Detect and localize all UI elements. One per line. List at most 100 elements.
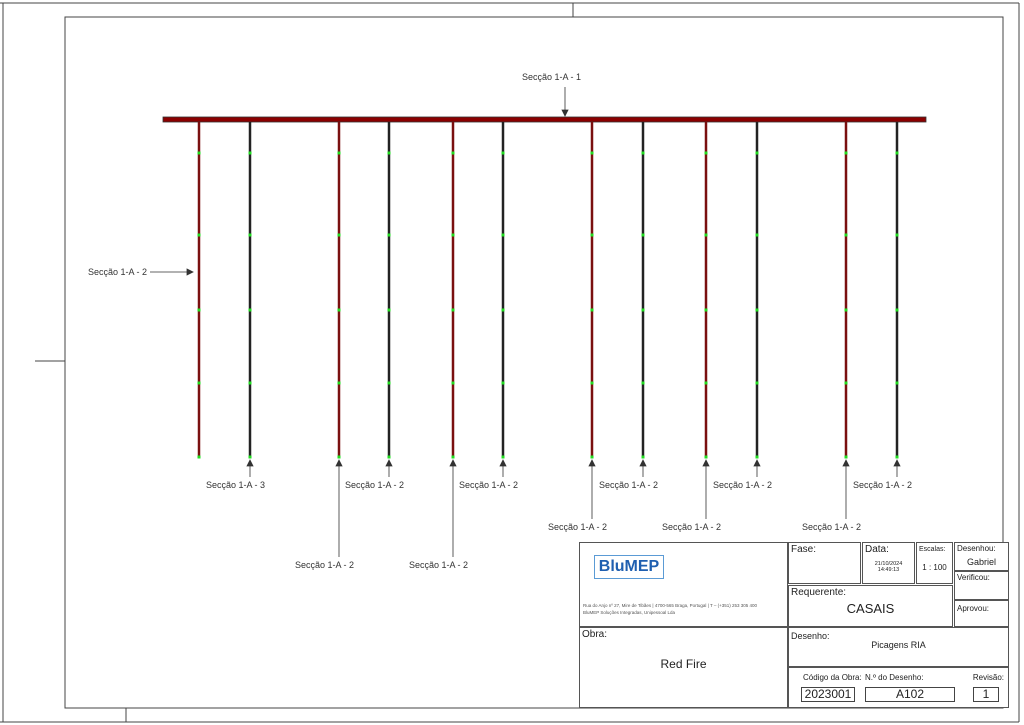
branch-section-label: Secção 1-A - 2 [853, 480, 913, 490]
logo: BluMEP [594, 555, 664, 579]
pipe-node [451, 233, 455, 237]
arrow-head [385, 459, 393, 467]
pipe-node [387, 233, 391, 237]
branch-section-label: Secção 1-A - 2 [295, 560, 355, 570]
arrow-head [499, 459, 507, 467]
desenho-value: Picagens RIA [871, 640, 926, 650]
pipe-node [844, 455, 848, 459]
pipe-node [895, 151, 899, 155]
pipe-node [755, 381, 759, 385]
pipe-node [844, 151, 848, 155]
branch-section-label: Secção 1-A - 2 [459, 480, 519, 490]
pipe-node [755, 455, 759, 459]
pipe-node [197, 233, 201, 237]
branch-section-label: Secção 1-A - 3 [206, 480, 266, 490]
pipe-node [704, 233, 708, 237]
arrow-head [842, 459, 850, 467]
pipe-node [895, 308, 899, 312]
pipe-node [501, 308, 505, 312]
desenhou-value: Gabriel [966, 557, 996, 567]
company-line: BluMEP Soluções Integradas, Unipessoal L… [583, 610, 675, 615]
date-value: 21/10/2024 [874, 561, 903, 567]
numero-value: A102 [865, 687, 955, 702]
branch-section-label: Secção 1-A - 2 [548, 522, 608, 532]
pipe-node [895, 455, 899, 459]
branch-section-label: Secção 1-A - 2 [662, 522, 722, 532]
address-line: Rua do Anjo nº 27, Mire de Tibães | 4700… [583, 603, 758, 608]
main-pipe [162, 116, 927, 123]
pipe-node [704, 381, 708, 385]
pipe-node [501, 455, 505, 459]
time-value: 14:49:13 [877, 567, 900, 573]
pipe-node [248, 233, 252, 237]
fase-label: Fase: [791, 544, 817, 555]
arrow-head [893, 459, 901, 467]
pipe-node [641, 233, 645, 237]
pipe-node [704, 308, 708, 312]
pipe-node [641, 308, 645, 312]
escalas-cell: Escalas: 1 : 100 [916, 542, 953, 584]
pipe-node [197, 308, 201, 312]
pipe-node [337, 308, 341, 312]
pipe-node [501, 381, 505, 385]
pipe-node [844, 381, 848, 385]
pipe-node [895, 233, 899, 237]
pipe-node [337, 151, 341, 155]
data-label: Data: [865, 544, 889, 555]
pipe-node [590, 381, 594, 385]
pipe-node [387, 381, 391, 385]
pipe-node [590, 151, 594, 155]
branch-section-label: Secção 1-A - 2 [802, 522, 862, 532]
branch-section-label: Secção 1-A - 2 [345, 480, 405, 490]
pipe-node [704, 455, 708, 459]
branch-arrows [246, 459, 901, 557]
pipe-node [337, 455, 341, 459]
codigo-label: Código da Obra: [803, 673, 862, 682]
desenhou-cell: Desenhou: Gabriel [954, 542, 1009, 571]
scale-value: 1 : 100 [922, 563, 947, 572]
obra-cell: Obra: Red Fire [579, 627, 788, 708]
pipe-node [197, 151, 201, 155]
pipe-node [248, 455, 252, 459]
pipe-node [337, 381, 341, 385]
arrow-head [702, 459, 710, 467]
left-section-label: Secção 1-A - 2 [88, 267, 148, 277]
numero-label: N.º do Desenho: [865, 673, 924, 682]
revisao-value: 1 [973, 687, 999, 702]
pipe-node [248, 381, 252, 385]
branch-pipes [197, 122, 899, 459]
branch-section-label: Secção 1-A - 2 [409, 560, 469, 570]
pipe-node [337, 233, 341, 237]
annotation-arrows [150, 87, 569, 276]
data-cell: Data: 21/10/2024 14:49:13 [862, 542, 915, 584]
pipe-node [197, 455, 201, 459]
branch-section-label: Secção 1-A - 2 [713, 480, 773, 490]
pipe-node [387, 151, 391, 155]
pipe-node [451, 308, 455, 312]
codigo-value: 2023001 [801, 687, 855, 702]
pipe-node [844, 308, 848, 312]
fase-cell: Fase: [788, 542, 861, 584]
obra-value: Red Fire [660, 657, 707, 671]
pipe-node [387, 308, 391, 312]
pipe-node [641, 151, 645, 155]
pipe-node [248, 308, 252, 312]
pipe-node [451, 381, 455, 385]
pipe-node [197, 381, 201, 385]
requerente-cell: Requerente: CASAIS [788, 585, 953, 627]
arrow-head [753, 459, 761, 467]
pipe-node [641, 455, 645, 459]
requerente-label: Requerente: [791, 587, 847, 598]
verificou-label: Verificou: [957, 573, 990, 582]
verificou-cell: Verificou: [954, 571, 1009, 600]
pipe-node [590, 233, 594, 237]
pipe-node [248, 151, 252, 155]
desenho-cell: Desenho: Picagens RIA [788, 627, 1009, 667]
aprovou-cell: Aprovou: [954, 600, 1009, 627]
pipe-node [641, 381, 645, 385]
pipe-node [590, 455, 594, 459]
logo-cell: BluMEP Rua do Anjo nº 27, Mire de Tibães… [579, 542, 788, 627]
aprovou-label: Aprovou: [957, 604, 990, 613]
pipe-node [387, 455, 391, 459]
